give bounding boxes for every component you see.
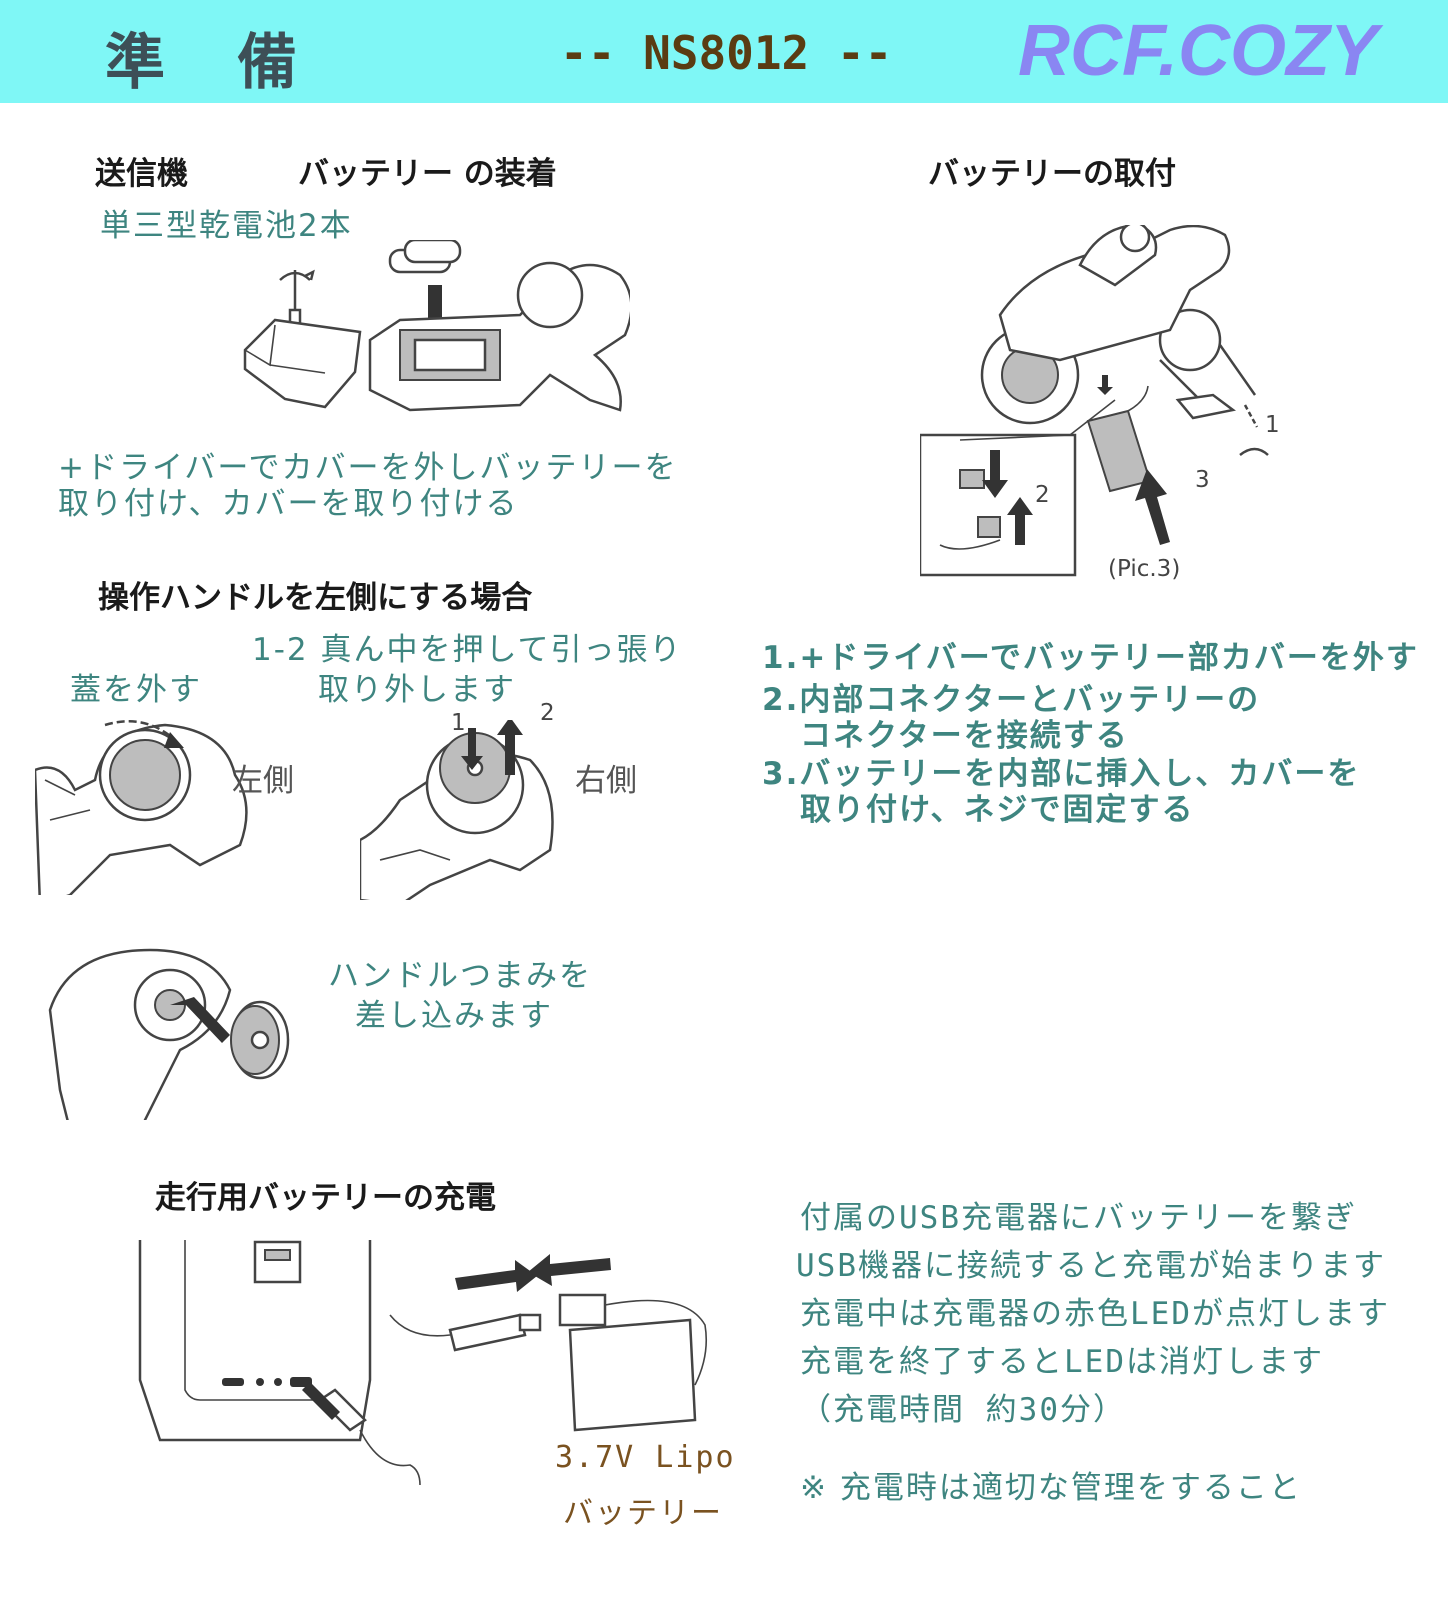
- arrow-number-1: 1: [451, 710, 466, 736]
- bike-step-number-3: 3: [1195, 467, 1210, 493]
- left-side-label: 左側: [232, 763, 294, 799]
- page-title: 準 備: [105, 28, 303, 98]
- handle-heading: 操作ハンドルを左側にする場合: [98, 580, 533, 616]
- transmitter-battery-illustration: [243, 240, 630, 412]
- bike-step-1: 1.+ドライバーでバッテリー部カバーを外す: [762, 640, 1419, 676]
- model-number: -- NS8012 --: [560, 26, 893, 80]
- header-bar: [0, 0, 1448, 103]
- battery-label-voltage: 3.7V Lipo: [555, 1440, 736, 1475]
- remove-cap-step: 蓋を外す: [70, 672, 202, 708]
- insert-knob-illustration: [48, 948, 290, 1120]
- pull-step-line2: 取り外します: [318, 672, 516, 708]
- transmitter-heading: 送信機: [95, 156, 188, 192]
- pull-step-line1: 1-2 真ん中を押して引っ張り: [252, 632, 683, 668]
- charging-line-2: USB機器に接続すると充電が始まります: [796, 1248, 1386, 1284]
- arrow-number-2: 2: [540, 700, 555, 726]
- battery-label-name: バッテリー: [563, 1496, 723, 1531]
- bike-step-3-line2: 取り付け、ネジで固定する: [800, 792, 1195, 828]
- charging-line-4: 充電を終了するとLEDは消灯します: [800, 1344, 1324, 1380]
- pic-label: (Pic.3): [1108, 556, 1181, 582]
- bike-step-2-line1: 2.内部コネクターとバッテリーの: [762, 682, 1261, 718]
- knob-instruction-line1: ハンドルつまみを: [328, 958, 592, 994]
- battery-type-text: 単三型乾電池2本: [100, 208, 353, 244]
- bike-step-3-line1: 3.バッテリーを内部に挿入し、カバーを: [762, 756, 1361, 792]
- brand-logo-text: RCF.COZY: [1018, 11, 1378, 91]
- charging-line-1: 付属のUSB充電器にバッテリーを繋ぎ: [800, 1200, 1357, 1236]
- bike-battery-heading: バッテリーの取付: [928, 156, 1176, 192]
- remove-cap-illustration: [35, 720, 248, 895]
- battery-install-heading: バッテリー の装着: [298, 156, 557, 192]
- pull-handle-illustration: [360, 720, 554, 900]
- bike-step-number-2: 2: [1035, 482, 1050, 508]
- charging-note: ※ 充電時は適切な管理をすること: [800, 1470, 1302, 1506]
- transmitter-instruction-line1: +ドライバーでカバーを外しバッテリーを: [58, 450, 678, 486]
- bike-step-number-1: 1: [1265, 412, 1280, 438]
- knob-instruction-line2: 差し込みます: [355, 998, 553, 1034]
- bike-step-2-line2: コネクターを接続する: [800, 718, 1129, 754]
- transmitter-instruction-line2: 取り付け、カバーを取り付ける: [58, 486, 519, 522]
- charging-line-3: 充電中は充電器の赤色LEDが点灯します: [800, 1296, 1390, 1332]
- usb-charging-illustration: [138, 1240, 708, 1486]
- motorcycle-battery-illustration: [920, 225, 1269, 577]
- charging-line-5: （充電時間 約30分）: [800, 1392, 1126, 1428]
- right-side-label: 右側: [575, 763, 637, 799]
- charging-heading: 走行用バッテリーの充電: [155, 1180, 496, 1216]
